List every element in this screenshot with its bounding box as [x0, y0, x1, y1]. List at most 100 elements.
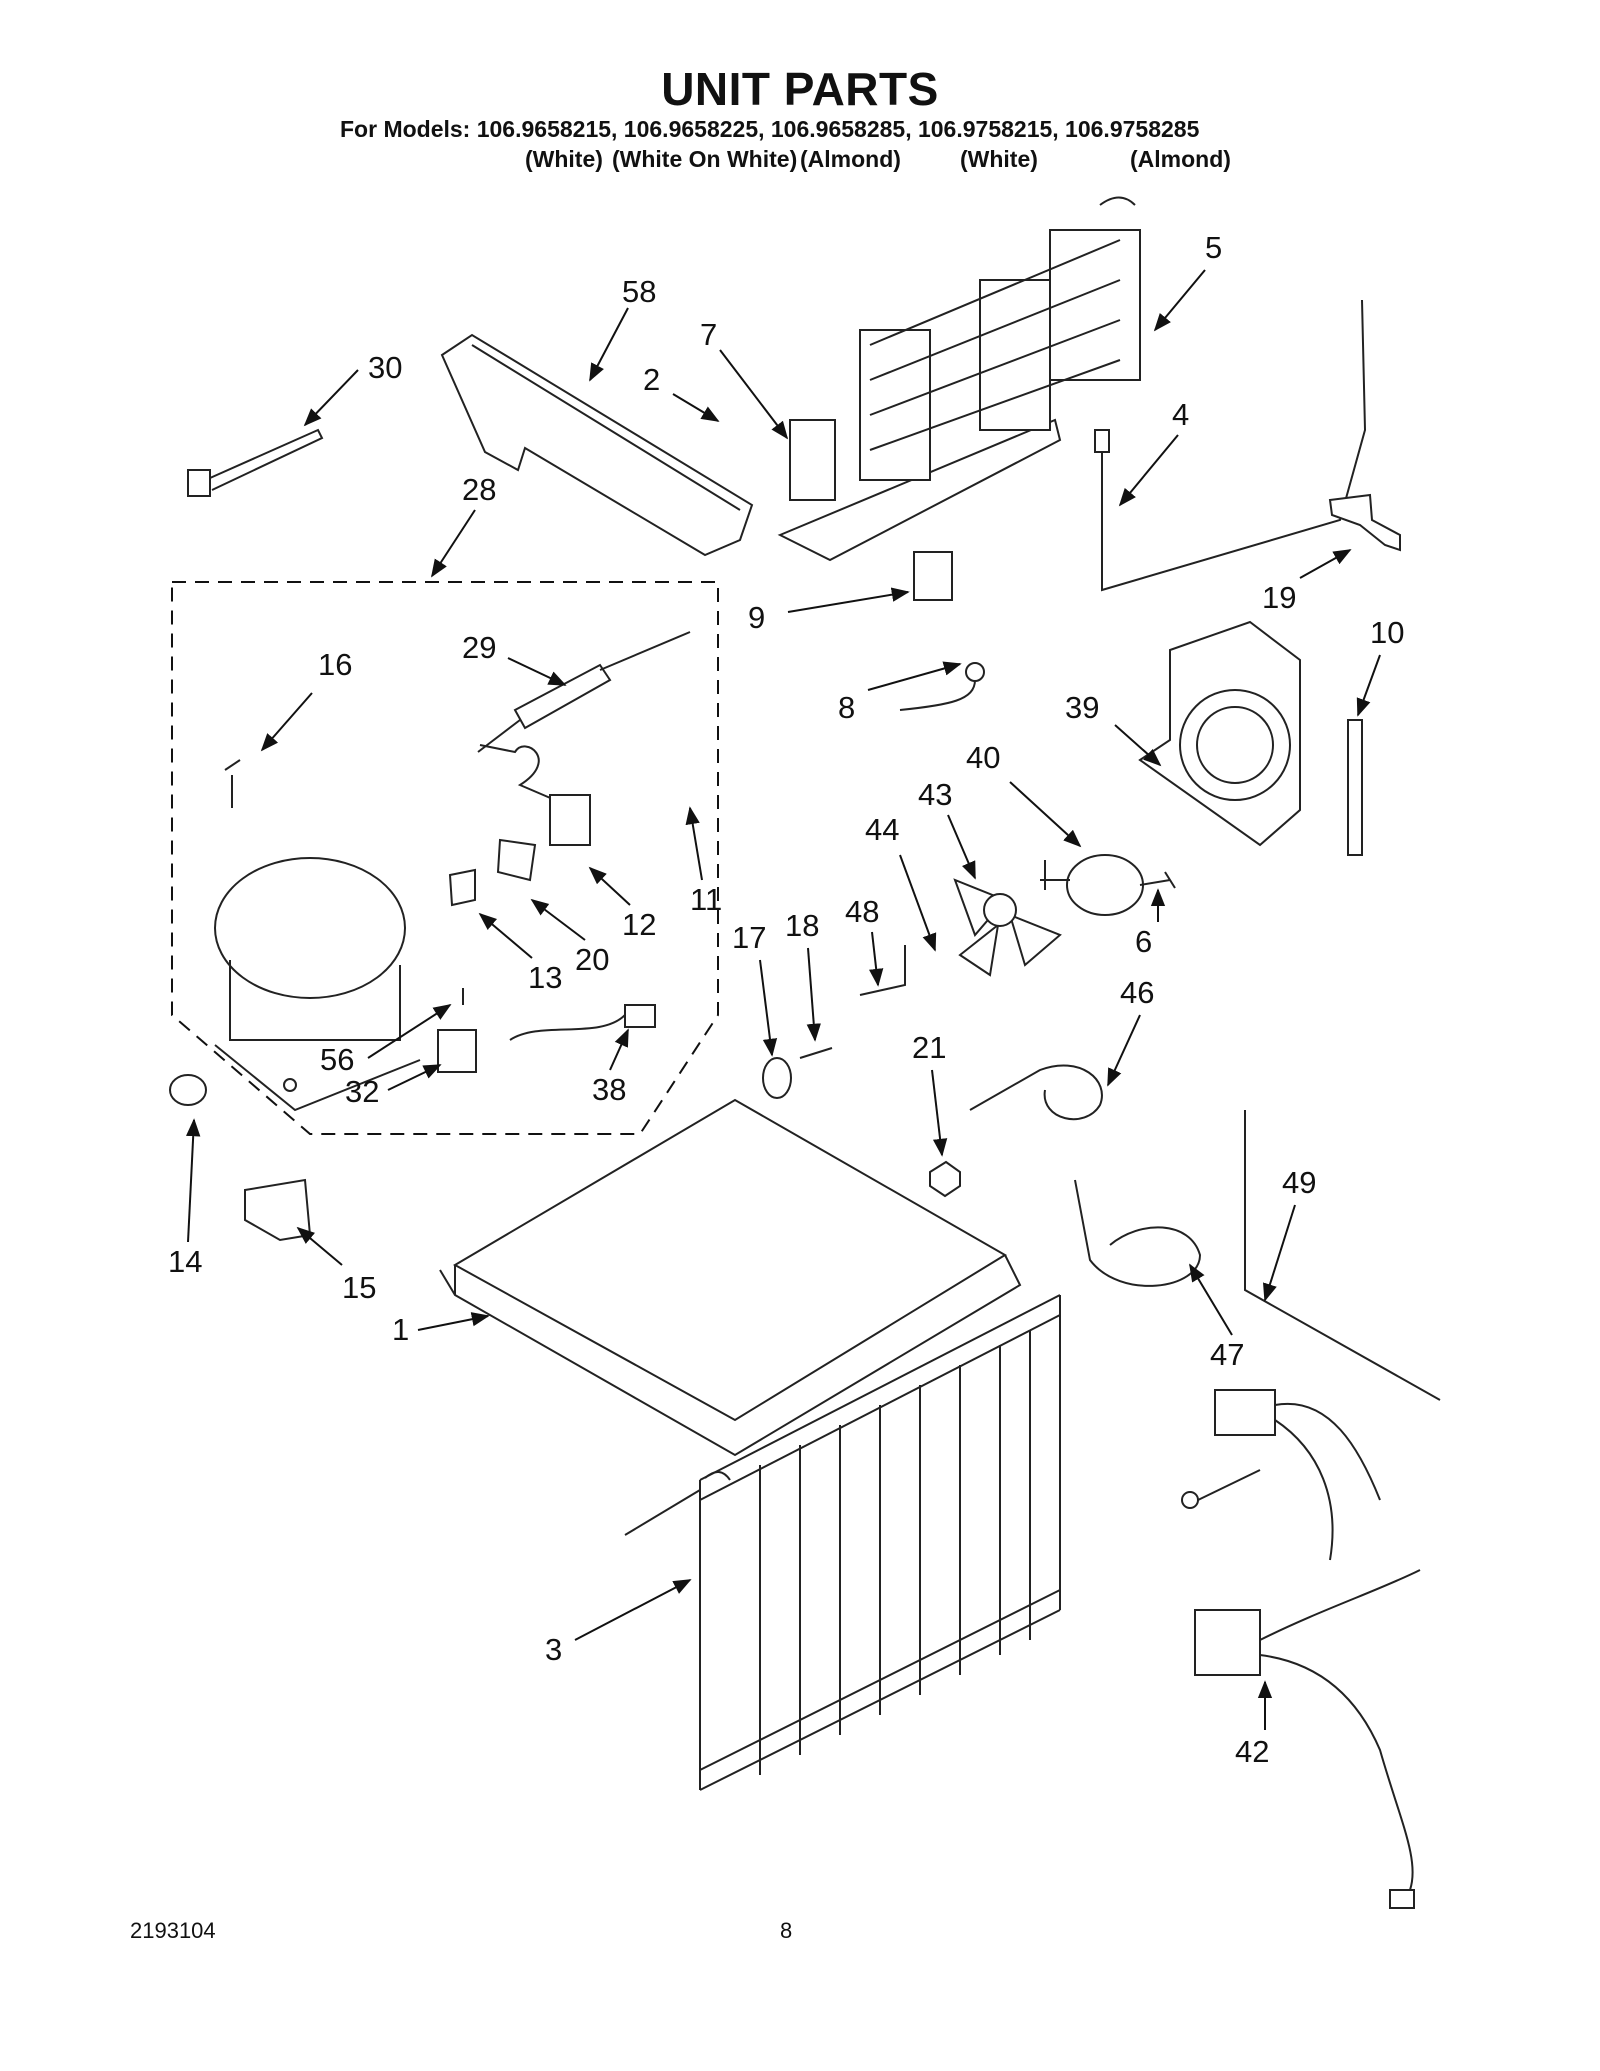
label-part-43: 43 — [918, 777, 952, 812]
label-part-18: 18 — [785, 908, 819, 943]
document-number: 2193104 — [130, 1918, 216, 1943]
screw-part — [799, 1047, 833, 1059]
leader-16 — [260, 692, 313, 752]
leader-56 — [367, 1004, 452, 1059]
label-part-15: 15 — [342, 1270, 376, 1305]
leader-46 — [1107, 1014, 1141, 1087]
label-part-46: 46 — [1120, 975, 1154, 1010]
color-white-2: (White) — [960, 146, 1038, 172]
label-part-40: 40 — [966, 740, 1000, 775]
label-part-48: 48 — [845, 894, 879, 929]
label-part-39: 39 — [1065, 690, 1099, 725]
fan-motor-part — [1040, 854, 1144, 916]
capillary-tube-part — [1244, 1110, 1441, 1401]
label-part-49: 49 — [1282, 1165, 1316, 1200]
drain-tube-part — [859, 945, 906, 996]
overload-part — [549, 794, 591, 846]
leader-43 — [947, 814, 976, 880]
label-part-3: 3 — [545, 1632, 562, 1667]
nut-part — [929, 1160, 961, 1198]
color-almond-2: (Almond) — [1130, 146, 1231, 172]
color-white-on-white: (White On White) — [612, 146, 798, 172]
leader-29 — [507, 657, 567, 686]
models-line: For Models: 106.9658215, 106.9658225, 10… — [340, 116, 1200, 142]
label-part-21: 21 — [912, 1030, 946, 1065]
leader-4 — [1118, 434, 1179, 507]
capacitor-part — [437, 1029, 477, 1073]
leader-39 — [1114, 724, 1162, 767]
grommet-part — [762, 1057, 792, 1099]
leader-20 — [530, 898, 586, 941]
gasket-strip-part — [1347, 719, 1363, 856]
leader-17 — [759, 959, 778, 1057]
label-part-30: 30 — [368, 350, 402, 385]
label-part-8: 8 — [838, 690, 855, 725]
label-part-5: 5 — [1205, 230, 1222, 265]
label-part-58: 58 — [622, 274, 656, 309]
leader-14 — [186, 1118, 201, 1243]
label-part-17: 17 — [732, 920, 766, 955]
label-part-28: 28 — [462, 472, 496, 507]
leader-18 — [806, 947, 821, 1042]
label-part-56: 56 — [320, 1042, 354, 1077]
label-part-6: 6 — [1135, 924, 1152, 959]
label-part-44: 44 — [865, 812, 899, 847]
color-white-1: (White) — [525, 146, 603, 172]
leader-8 — [867, 661, 962, 691]
label-part-38: 38 — [592, 1072, 626, 1107]
relay-part — [496, 838, 537, 882]
label-part-2: 2 — [643, 362, 660, 397]
wire-lead-part — [479, 744, 556, 801]
wire-harness-part — [1181, 1389, 1421, 1909]
label-part-1: 1 — [392, 1312, 409, 1347]
label-part-7: 7 — [700, 317, 717, 352]
color-almond-1: (Almond) — [800, 146, 901, 172]
label-part-32: 32 — [345, 1074, 379, 1109]
label-part-19: 19 — [1262, 580, 1296, 615]
fan-blade-part — [953, 878, 1062, 977]
label-part-11: 11 — [690, 882, 722, 917]
label-part-47: 47 — [1210, 1337, 1244, 1372]
tube-assembly-part — [1074, 1179, 1202, 1287]
leader-44 — [899, 854, 937, 952]
drain-hose-part — [969, 1064, 1103, 1121]
defrost-sensor-part — [899, 662, 985, 711]
motor-screw-part — [1139, 871, 1176, 889]
drier-part — [477, 631, 691, 753]
label-part-4: 4 — [1172, 397, 1189, 432]
leader-48 — [869, 931, 884, 987]
leader-19 — [1299, 549, 1352, 579]
compressor-screw-part — [224, 759, 241, 808]
compressor-part — [214, 857, 421, 1112]
label-part-20: 20 — [575, 942, 609, 977]
leader-30 — [303, 369, 359, 427]
page-number: 8 — [780, 1918, 793, 1943]
label-part-14: 14 — [168, 1244, 202, 1279]
leader-58 — [589, 307, 629, 382]
bracket-part — [913, 551, 953, 601]
leader-7 — [719, 349, 789, 440]
kit-boundary — [171, 581, 719, 1135]
leader-3 — [574, 1579, 692, 1641]
label-part-13: 13 — [528, 960, 562, 995]
page-title: UNIT PARTS — [661, 63, 939, 115]
leader-40 — [1009, 781, 1082, 848]
drain-trough-part — [440, 333, 754, 557]
label-part-42: 42 — [1235, 1734, 1269, 1769]
leader-21 — [931, 1069, 948, 1157]
harness-short-part — [509, 1004, 656, 1041]
thermistor-wire-part — [1094, 299, 1401, 592]
leader-38 — [609, 1028, 629, 1071]
connector-block-part — [244, 1178, 312, 1242]
label-part-16: 16 — [318, 647, 352, 682]
leader-5 — [1153, 269, 1206, 332]
condenser-coil-part — [624, 1294, 1061, 1791]
fan-shroud-part — [1138, 620, 1301, 847]
label-part-9: 9 — [748, 600, 765, 635]
leader-10 — [1356, 654, 1381, 717]
leader-9 — [787, 587, 910, 613]
leader-12 — [588, 866, 631, 906]
leader-1 — [417, 1312, 490, 1331]
leader-15 — [296, 1226, 343, 1266]
